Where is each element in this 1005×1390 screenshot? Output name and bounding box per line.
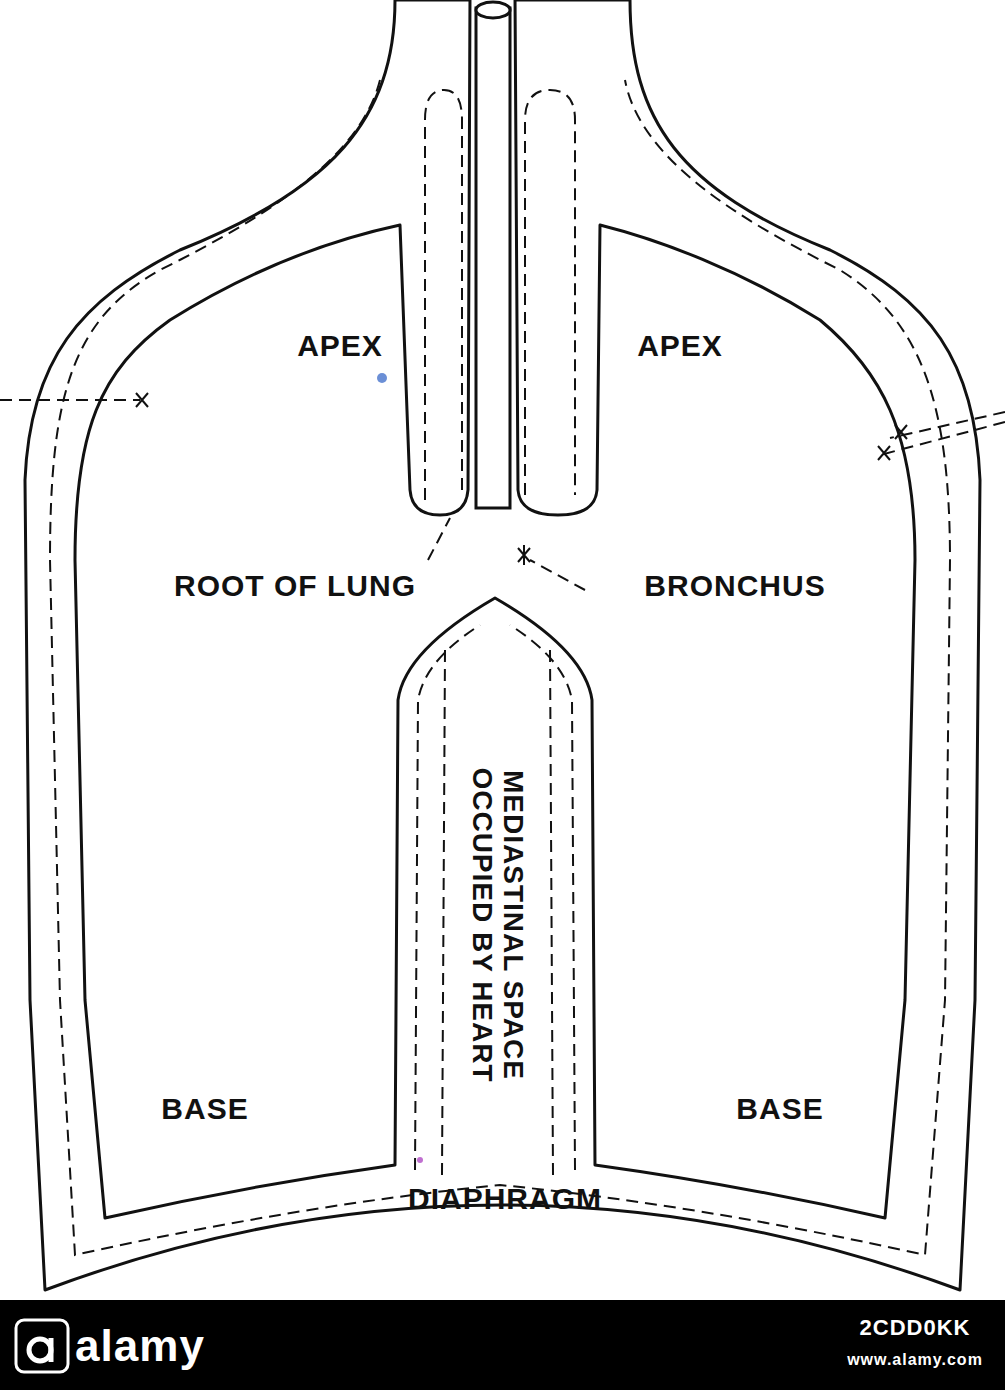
trachea [476,2,510,508]
watermark-url: www.alamy.com [847,1351,983,1369]
leader-line [880,422,1005,455]
mediastinal-inner-left [442,650,445,1175]
marker-dot [377,373,387,383]
leader-line [890,412,1005,438]
region-label: APEX [297,329,383,362]
structure-label: BRONCHUS [644,569,825,602]
structure-label: ROOT OF LUNG [174,569,416,602]
leader-line [0,399,140,401]
structure-label: DIAPHRAGM [408,1182,602,1215]
pleural-cavity-outline [75,0,915,1218]
watermark-logo [16,1320,68,1372]
marker-dot [417,1157,423,1163]
region-label: APEX [637,329,723,362]
cross-mark [136,393,148,407]
watermark-text: alamy [75,1322,205,1370]
region-label: BASE [161,1092,248,1125]
region-label: BASE [736,1092,823,1125]
cross-mark [878,446,890,460]
watermark-band [0,1300,1005,1390]
cross-mark [895,425,907,439]
pleura-fold-left [425,90,462,500]
leader-line [428,518,450,560]
asterisk-mark [518,545,530,565]
leader-line [530,560,585,590]
pleura-fold-right [525,90,575,495]
vertical-label: MEDIASTINAL SPACE OCCUPIED BY HEART [466,705,528,1145]
mediastinal-inner-right [550,650,553,1175]
watermark-id: 2CDD0KK [860,1316,971,1340]
